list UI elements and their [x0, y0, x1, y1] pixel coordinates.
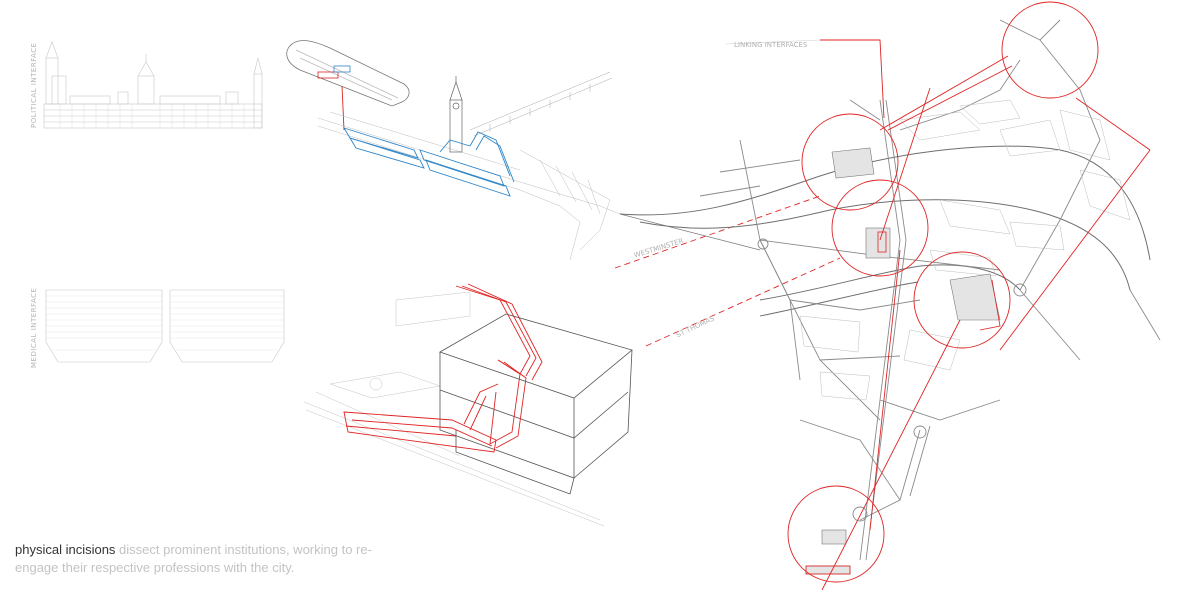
st-thomas-red-incision [343, 283, 543, 453]
medical-interface-label: MEDICAL INTERFACE [30, 287, 38, 368]
westminster-axonometric [286, 40, 761, 261]
st-thomas-axonometric [303, 283, 633, 527]
palace-elevation [43, 41, 263, 129]
st-thomas-block [439, 313, 633, 495]
roundabouts [757, 238, 1027, 522]
bridge [469, 71, 613, 137]
hospital-elevation-floors [46, 295, 284, 351]
capsule-volume [286, 40, 410, 107]
site-red-marks [805, 231, 1001, 575]
roads [699, 19, 1161, 561]
westminster-massing [317, 111, 621, 261]
linking-interfaces-label: LINKING INTERFACES [734, 41, 808, 49]
clock-tower [449, 76, 463, 153]
caption-lead: physical incisions [15, 542, 116, 557]
interface-circles [787, 1, 1099, 583]
capsule-red-insert [317, 71, 339, 79]
site-map [619, 1, 1161, 591]
capsule-blue-insert [333, 65, 351, 73]
westminster-blue-incision [343, 127, 515, 197]
hospital-elevation-right [169, 289, 285, 363]
linking-leader [725, 39, 821, 45]
river-thames [619, 145, 1151, 317]
caption-rest: dissect prominent institutions, working … [15, 542, 372, 575]
political-interface-label: POLITICAL INTERFACE [30, 42, 38, 128]
dashed-link-lines [614, 195, 841, 347]
linking-lines [820, 39, 1151, 591]
capsule-link-line [341, 85, 345, 131]
westminster-river-edge [619, 213, 761, 251]
st-thomas-context [303, 291, 605, 527]
caption: physical incisions dissect prominent ins… [15, 541, 415, 577]
city-blocks [799, 99, 1131, 401]
hospital-elevation-left [45, 289, 163, 363]
palace-elevation-windows [59, 104, 245, 128]
